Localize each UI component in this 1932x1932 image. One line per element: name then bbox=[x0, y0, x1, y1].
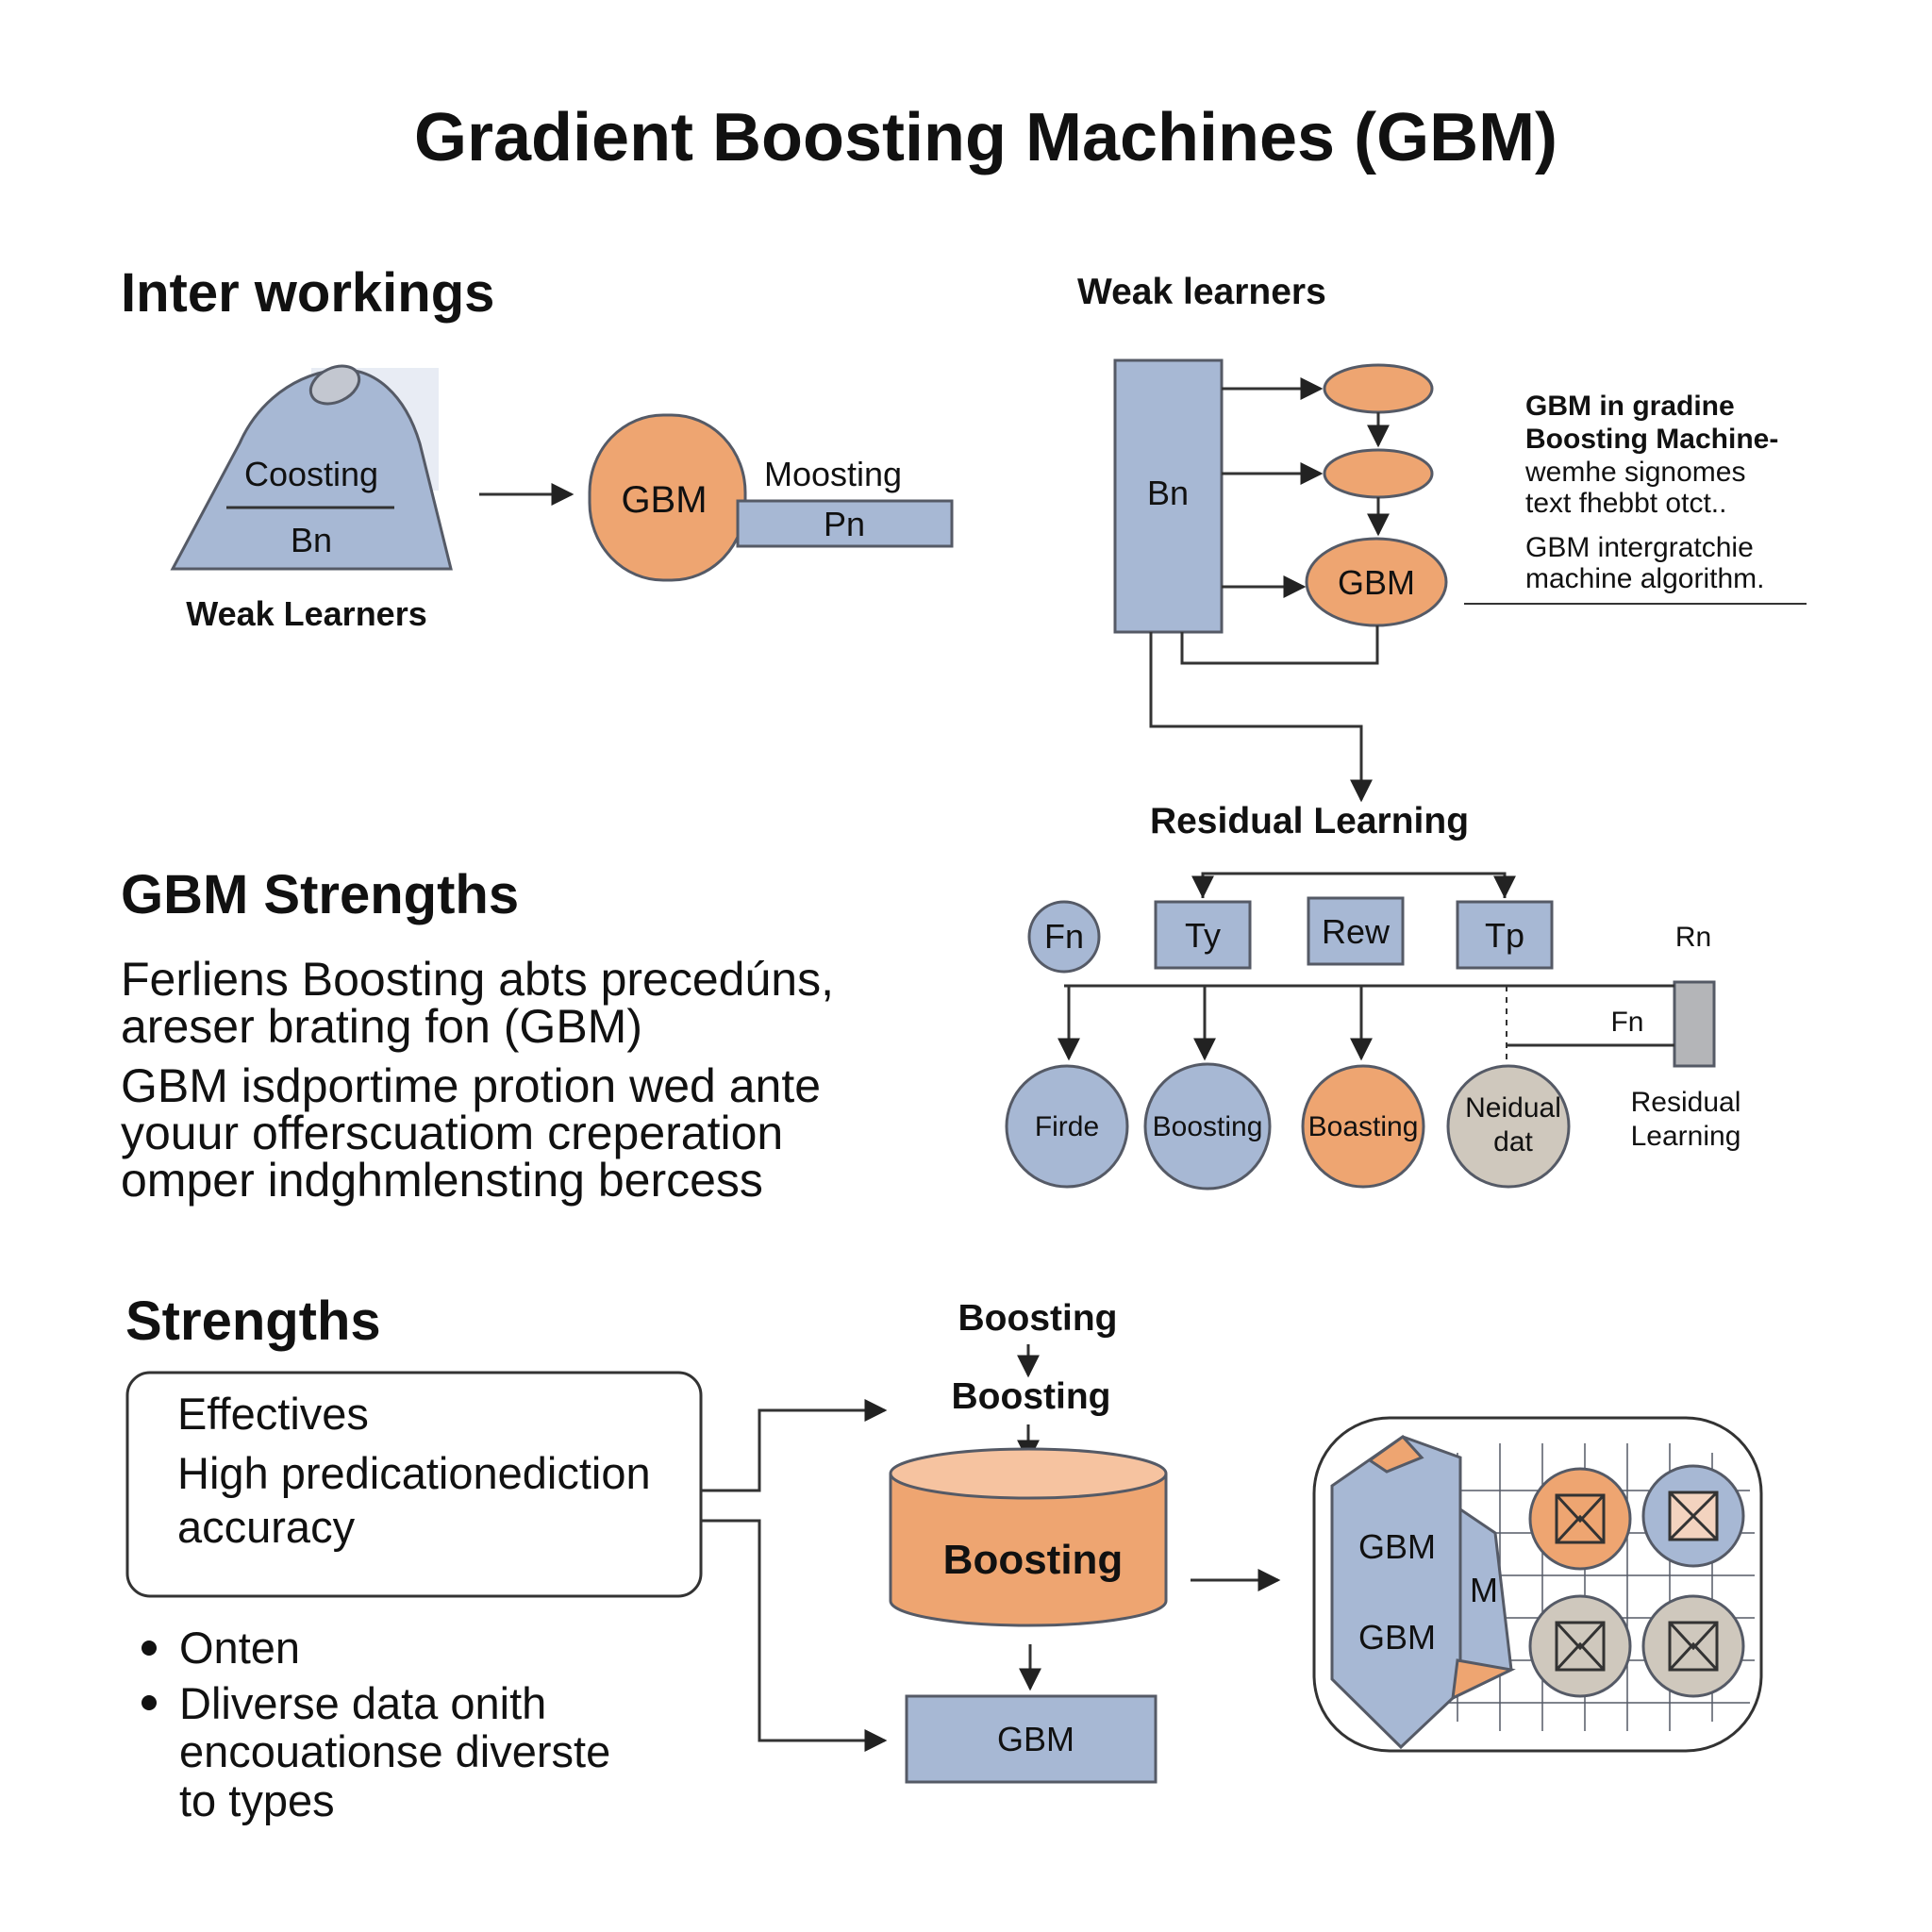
bullet-dot-2 bbox=[142, 1695, 157, 1710]
strengths-bullet-4: to types bbox=[179, 1775, 335, 1825]
rew-node bbox=[1307, 896, 1405, 966]
gbm-blob bbox=[588, 413, 747, 582]
strengths-box-line-2: High predicationediction bbox=[177, 1448, 651, 1498]
gbm-strengths-line-3: GBM isdportime protion wed ante bbox=[121, 1059, 821, 1112]
page-title: Gradient Boosting Machines (GBM) bbox=[414, 100, 1557, 175]
arrow-box-to-gbm bbox=[701, 1519, 888, 1752]
gbm-strengths-line-5: omper indghmlensting bercess bbox=[121, 1154, 763, 1207]
residual-side-label-2: Learning bbox=[1631, 1121, 1741, 1152]
flow-top-label-2: Boosting bbox=[952, 1376, 1111, 1417]
boasting-circle-label: Boasting bbox=[1308, 1111, 1419, 1142]
boasting-circle bbox=[1301, 1064, 1425, 1189]
fn-connector-label: Fn bbox=[1610, 1007, 1643, 1038]
crystal-facet-bottom bbox=[1451, 1658, 1516, 1701]
residual-side-label-1: Residual bbox=[1631, 1087, 1741, 1118]
tp-node bbox=[1456, 900, 1554, 970]
tp-node-label: Tp bbox=[1485, 916, 1524, 955]
weak-desc-line-5: GBM intergratchie bbox=[1525, 532, 1754, 563]
strengths-box-line-1: Effectives bbox=[177, 1389, 369, 1439]
weak-description: GBM in gradine Boosting Machine- wemhe s… bbox=[1524, 391, 1778, 594]
gbm-strengths-line-2: areser brating fon (GBM) bbox=[121, 1000, 642, 1053]
flow-gbm-label: GBM bbox=[997, 1720, 1074, 1758]
arrow-box-to-boosting bbox=[701, 1399, 888, 1492]
neidual-label-word: dat bbox=[1493, 1126, 1533, 1158]
flow-gbm-box bbox=[905, 1694, 1158, 1784]
hill-label: Coosting bbox=[244, 455, 378, 493]
inter-workings-heading: Inter workings bbox=[121, 262, 494, 324]
rew-node-label: Rew bbox=[1322, 912, 1391, 951]
strengths-bullet-3: encouationse diverste bbox=[179, 1726, 610, 1776]
bn-rect-label: Bn bbox=[1147, 474, 1189, 512]
boosting-circle-label: Boosting bbox=[1153, 1111, 1263, 1142]
rn-label: Rn bbox=[1675, 922, 1711, 953]
hill-cap bbox=[308, 364, 361, 406]
weak-desc-line-4: text fhebbt otct.. bbox=[1525, 488, 1726, 519]
strengths-heading: Strengths bbox=[125, 1291, 381, 1352]
weak-node-1 bbox=[1323, 363, 1434, 414]
panel-gbm-label-2: GBM bbox=[1358, 1618, 1436, 1657]
ty-node bbox=[1154, 900, 1252, 970]
firde-circle bbox=[1005, 1064, 1129, 1189]
gbm-strengths-line-1: Ferliens Boosting abts precedúns, bbox=[121, 953, 834, 1006]
ty-node-label: Ty bbox=[1185, 916, 1221, 955]
fn-node bbox=[1027, 900, 1101, 974]
strengths-bullet-2: Dliverse data onith bbox=[179, 1678, 546, 1728]
image-icon bbox=[1668, 1491, 1719, 1541]
bullet-dot-1 bbox=[142, 1641, 157, 1656]
residual-heading: Residual Learning bbox=[1150, 801, 1469, 841]
bn-rect bbox=[1113, 358, 1224, 634]
gbm-strengths-paragraph: Ferliens Boosting abts precedúns, areser… bbox=[121, 953, 834, 1207]
hill-sub-label: Bn bbox=[291, 521, 332, 559]
residual-top-bracket bbox=[1201, 872, 1507, 898]
weak-node-2 bbox=[1323, 448, 1434, 499]
arrow-to-residual bbox=[1149, 632, 1373, 803]
pn-bar bbox=[736, 499, 954, 548]
moosting-label: Moosting bbox=[764, 455, 902, 493]
neidual-circle bbox=[1446, 1064, 1571, 1189]
weak-desc-line-3: wemhe signomes bbox=[1524, 457, 1745, 488]
strengths-bullet-1: Onten bbox=[179, 1623, 300, 1673]
flow-top-label-1: Boosting bbox=[958, 1298, 1118, 1339]
crystal-facet-top bbox=[1367, 1435, 1424, 1474]
gbm-blob-label: GBM bbox=[621, 479, 707, 521]
envelope-icon bbox=[1668, 1621, 1719, 1672]
boosting-circle bbox=[1143, 1062, 1272, 1191]
pn-bar-label: Pn bbox=[824, 505, 865, 543]
weak-gbm-node-label: GBM bbox=[1338, 563, 1415, 602]
envelope-icon bbox=[1555, 1621, 1606, 1672]
weak-desc-line-6: machine algorithm. bbox=[1525, 563, 1764, 594]
weak-learners-heading: Weak learners bbox=[1077, 272, 1326, 312]
panel-gbm-label-1: GBM bbox=[1358, 1527, 1436, 1566]
neidual-label-word: Neidual bbox=[1465, 1092, 1561, 1124]
weak-desc-line-1: GBM in gradine bbox=[1525, 391, 1735, 422]
gbm-strengths-line-4: youur offerscuatiom creperation bbox=[121, 1107, 783, 1159]
gbm-strengths-heading: GBM Strengths bbox=[121, 864, 519, 925]
weak-learners-caption: Weak Learners bbox=[186, 594, 426, 633]
boosting-cylinder-label: Boosting bbox=[943, 1537, 1124, 1583]
strengths-box-line-3: accuracy bbox=[177, 1502, 356, 1552]
feedback-line bbox=[1180, 625, 1379, 665]
strengths-box bbox=[125, 1371, 703, 1598]
fn-node-label: Fn bbox=[1044, 917, 1084, 956]
weak-desc-line-2: Boosting Machine- bbox=[1525, 424, 1778, 455]
firde-label: Firde bbox=[1035, 1111, 1099, 1142]
envelope-icon bbox=[1555, 1493, 1606, 1544]
panel-m-label: M bbox=[1470, 1571, 1498, 1609]
boosting-cylinder bbox=[889, 1447, 1168, 1627]
rn-bar bbox=[1673, 980, 1716, 1068]
